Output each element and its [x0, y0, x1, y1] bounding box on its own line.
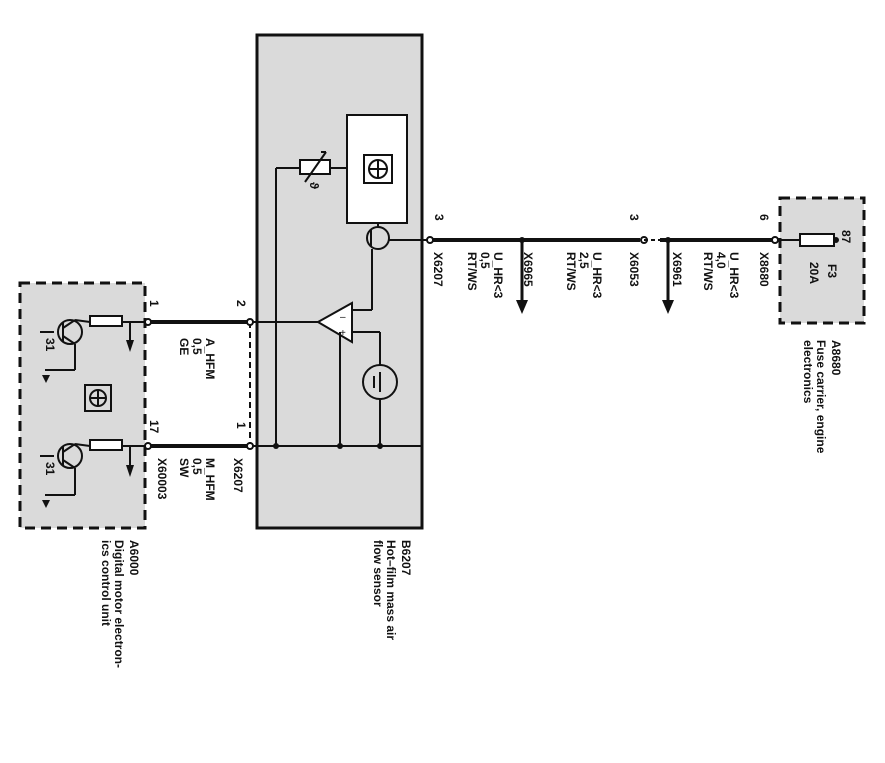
svg-text:–: –	[340, 312, 346, 323]
op-amp-icon	[315, 301, 353, 344]
wire-m-hfm-label: M_HFM 0,5 SW	[177, 458, 217, 501]
fuse-icon	[778, 233, 839, 247]
svg-text:+: +	[340, 328, 346, 339]
fuse-id-label: F3	[825, 264, 839, 279]
theta-label: ϑ	[307, 182, 321, 189]
a8680-description: Fuse carrier, engine electronics	[801, 340, 828, 454]
connector-x6961-label: X6961	[670, 252, 684, 287]
b6207-pin-1-label: 1	[234, 422, 248, 429]
connector-x6965-label: X6965	[521, 252, 535, 287]
ground-label-upper: 31	[43, 338, 57, 352]
b6207-description: Hot–film mass air flow sensor	[371, 540, 398, 641]
connector-x6053-label: X6053	[627, 252, 641, 287]
a6000-transistor-lower-icon	[40, 439, 145, 496]
x6053-pin-3-label: 3	[627, 214, 641, 221]
wire-a-hfm-label: A_HFM 0,5 GE	[177, 338, 217, 380]
connector-x6207-left-label: X6207	[231, 458, 245, 493]
x8680-pin-6-label: 6	[757, 214, 771, 221]
splice-arrows	[516, 237, 674, 314]
b6207-transistor-icon	[352, 223, 428, 311]
a6000-sensor-symbol-icon	[84, 384, 112, 412]
a6000-transistor-upper-icon	[40, 315, 145, 371]
a6000-id-label: A6000	[127, 540, 141, 576]
connector-x6207-right-label: X6207	[431, 252, 445, 287]
thermistor-icon	[276, 151, 347, 183]
fuse-terminal-label: 87	[839, 230, 853, 244]
harness-wires	[150, 238, 773, 448]
wire-u-hr-2-label: U_HR<3 2,5 RT/WS	[564, 252, 604, 299]
connector-x60003-label: X60003	[155, 458, 169, 500]
ground-label-lower: 31	[43, 462, 57, 476]
b6207-module-box	[255, 33, 424, 530]
connector-x8680-label: X8680	[757, 252, 771, 287]
a8680-module-box	[778, 196, 866, 325]
a8680-id-label: A8680	[829, 340, 843, 376]
b6207-id-label: B6207	[399, 540, 413, 576]
fuse-rating-label: 20A	[807, 262, 821, 285]
a6000-description: Digital motor electron- ics control unit	[99, 540, 126, 669]
wire-u-hr-3-label: U_HR<3 4,0 RT/WS	[701, 252, 741, 299]
wire-u-hr-1-label: U_HR<3 0,5 RT/WS	[465, 252, 505, 299]
b6207-pin-2-label: 2	[234, 300, 248, 307]
a6000-module-box	[18, 281, 147, 530]
voltage-source-icon	[352, 331, 398, 446]
a6000-pin-17-label: 17	[147, 420, 161, 434]
b6207-inner-symbol-icon	[363, 154, 393, 184]
a6000-pin-1-label: 1	[147, 300, 161, 307]
b6207-pin-3-label: 3	[432, 214, 446, 221]
